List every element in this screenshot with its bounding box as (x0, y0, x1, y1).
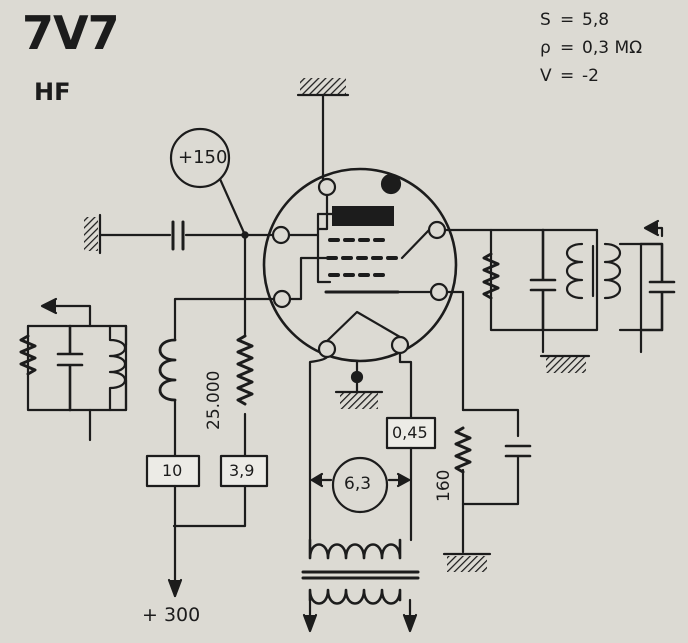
top-ground (296, 78, 350, 181)
param-value-v: -2 (582, 66, 599, 86)
param-symbol-rho: ρ (540, 38, 551, 58)
tube-plate (332, 206, 394, 226)
cathode-resistor-label: 160 (434, 469, 454, 502)
plate-resistor-label: 25.000 (204, 370, 224, 430)
tube-grids (326, 238, 398, 277)
tube-internals (287, 193, 433, 343)
tube-heater (325, 310, 402, 343)
heater-circuit (301, 351, 437, 633)
heater-ground (334, 360, 384, 409)
screen-resistor (172, 233, 269, 528)
tube-name: 7V7 (22, 6, 120, 60)
param-value-rho: 0,3 MΩ (582, 38, 643, 58)
plate-choke (145, 297, 276, 598)
supply-voltage-label: + 300 (142, 604, 201, 626)
param-symbol-v: V (540, 66, 552, 86)
param-sep-rho: = (560, 38, 575, 58)
param-value-s: 5,8 (582, 10, 610, 30)
heater-current-label: 0,45 (392, 423, 428, 442)
cathode-network (442, 290, 532, 572)
screen-voltage-label: +150 (178, 147, 228, 168)
param-symbol-s: S (540, 10, 551, 30)
tube-pins (271, 173, 449, 359)
left-tank-circuit (19, 297, 128, 442)
tube-band: HF (34, 78, 71, 106)
screen-supply-tap (169, 127, 247, 237)
heater-voltage-label: 6,3 (344, 474, 372, 494)
tube-envelope (262, 167, 458, 363)
param-sep-v: = (560, 66, 575, 86)
plate-choke-value: 10 (162, 461, 183, 480)
screen-resistor-value: 3,9 (229, 461, 255, 480)
output-tank-circuit (443, 219, 676, 373)
param-sep-s: = (560, 10, 575, 30)
